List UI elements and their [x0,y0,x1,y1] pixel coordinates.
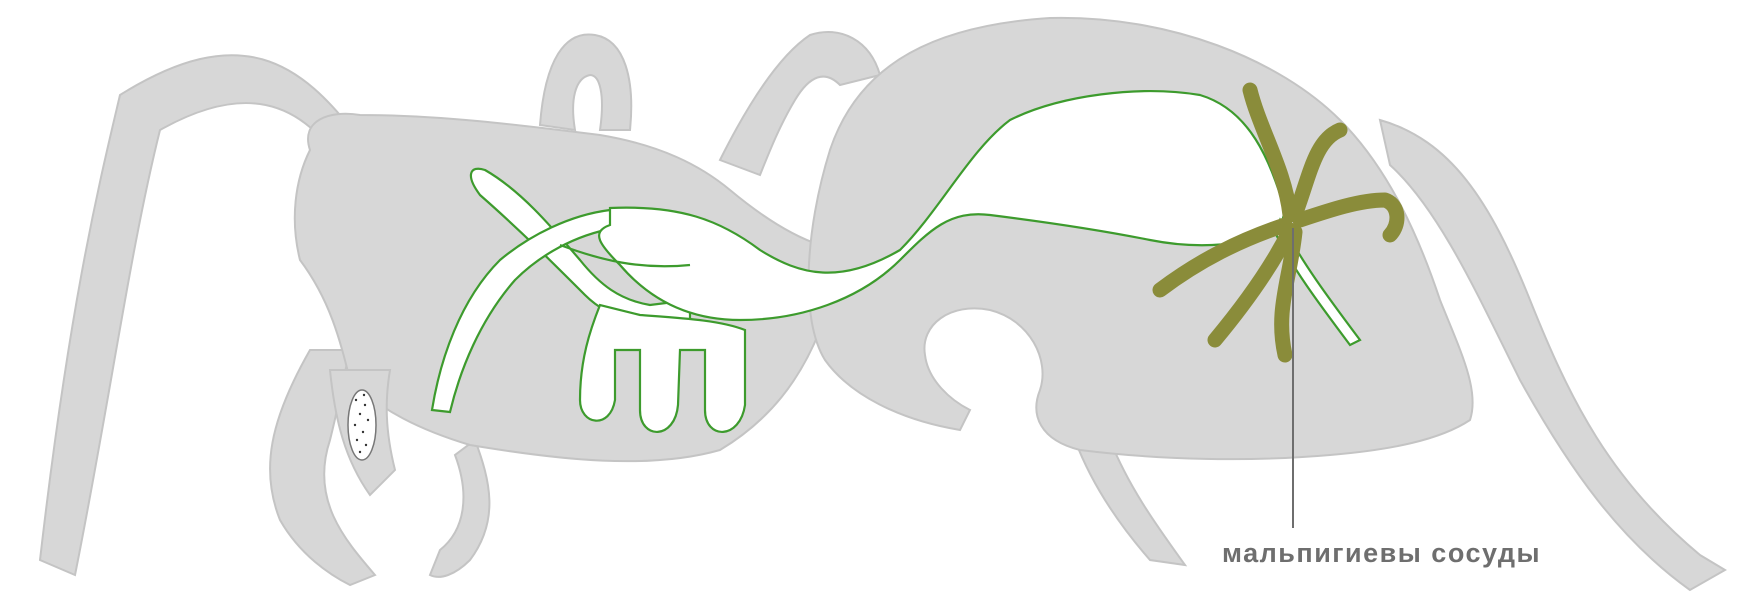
leg-under-cephalothorax [430,440,489,577]
leg-top-middle [540,34,631,130]
digestive-diverticula [580,305,745,432]
leg-back-left [1075,440,1185,565]
malpighian-tubules-label: мальпигиевы сосуды [1222,538,1541,568]
venom-gland [348,390,376,460]
